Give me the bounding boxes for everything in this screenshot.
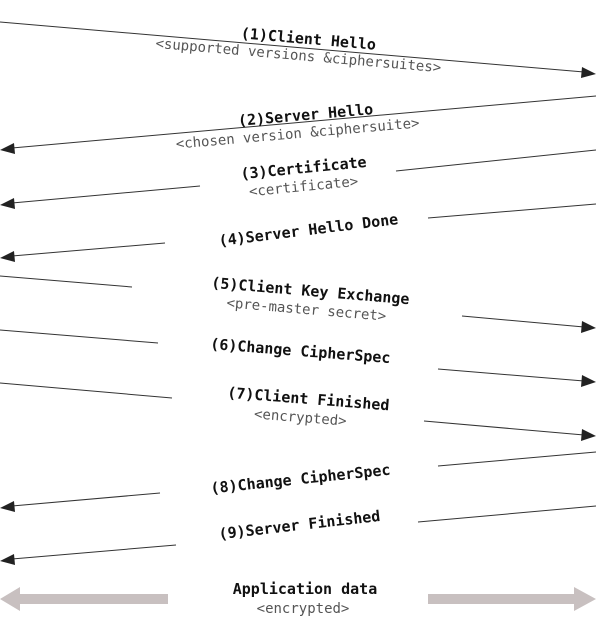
message-1-client-hello: (1)Client Hello <supported versions &cip… [0, 21, 596, 78]
message-1-arrowhead [581, 67, 596, 78]
message-5-line-right [461, 315, 585, 328]
message-7-client-finished: (7)Client Finished <encrypted> [0, 382, 596, 441]
message-4-server-hello-done: (4)Server Hello Done [0, 203, 596, 262]
message-7-subtitle: <encrypted> [253, 406, 347, 429]
application-data: Application data <encrypted> [0, 580, 596, 617]
message-8-title: (8)Change CipherSpec [210, 461, 392, 498]
message-7-line-left [0, 382, 173, 399]
message-2-arrowhead [0, 143, 15, 154]
message-6-change-cipherspec: (6)Change CipherSpec [0, 329, 596, 387]
message-8-change-cipherspec: (8)Change CipherSpec [0, 451, 596, 512]
application-right-arrow [428, 587, 596, 611]
application-title: Application data [233, 580, 378, 598]
message-6-arrowhead [581, 375, 596, 387]
message-4-arrowhead [0, 251, 15, 262]
application-subtitle: <encrypted> [257, 601, 350, 617]
message-6-title: (6)Change CipherSpec [210, 335, 391, 367]
message-7-arrowhead [581, 429, 596, 441]
message-4-line-right [427, 203, 596, 219]
message-3-arrowhead [0, 198, 15, 209]
message-3-line-left [11, 185, 201, 204]
message-9-arrowhead [0, 554, 15, 565]
application-left-arrow [0, 587, 168, 611]
message-9-title: (9)Server Finished [218, 507, 382, 543]
message-1-line [0, 21, 585, 73]
message-3-certificate: (3)Certificate <certificate> [0, 149, 596, 209]
message-2-line [11, 95, 596, 149]
message-9-server-finished: (9)Server Finished [0, 505, 596, 565]
message-8-line-right [437, 451, 596, 467]
message-8-line-left [11, 492, 161, 507]
message-3-line-right [395, 149, 596, 172]
message-9-line-right [417, 505, 596, 523]
message-8-arrowhead [0, 501, 15, 512]
message-2-server-hello: (2)Server Hello <chosen version &ciphers… [0, 95, 596, 154]
message-5-client-key-exchange: (5)Client Key Exchange <pre-master secre… [0, 274, 596, 333]
message-5-line-left [0, 275, 133, 288]
message-6-line-left [0, 329, 159, 344]
message-6-line-right [437, 368, 585, 382]
message-4-title: (4)Server Hello Done [218, 210, 399, 250]
message-4-line-left [11, 242, 166, 257]
message-7-line-right [423, 420, 585, 436]
message-5-arrowhead [581, 321, 596, 333]
message-9-line-left [11, 544, 177, 560]
